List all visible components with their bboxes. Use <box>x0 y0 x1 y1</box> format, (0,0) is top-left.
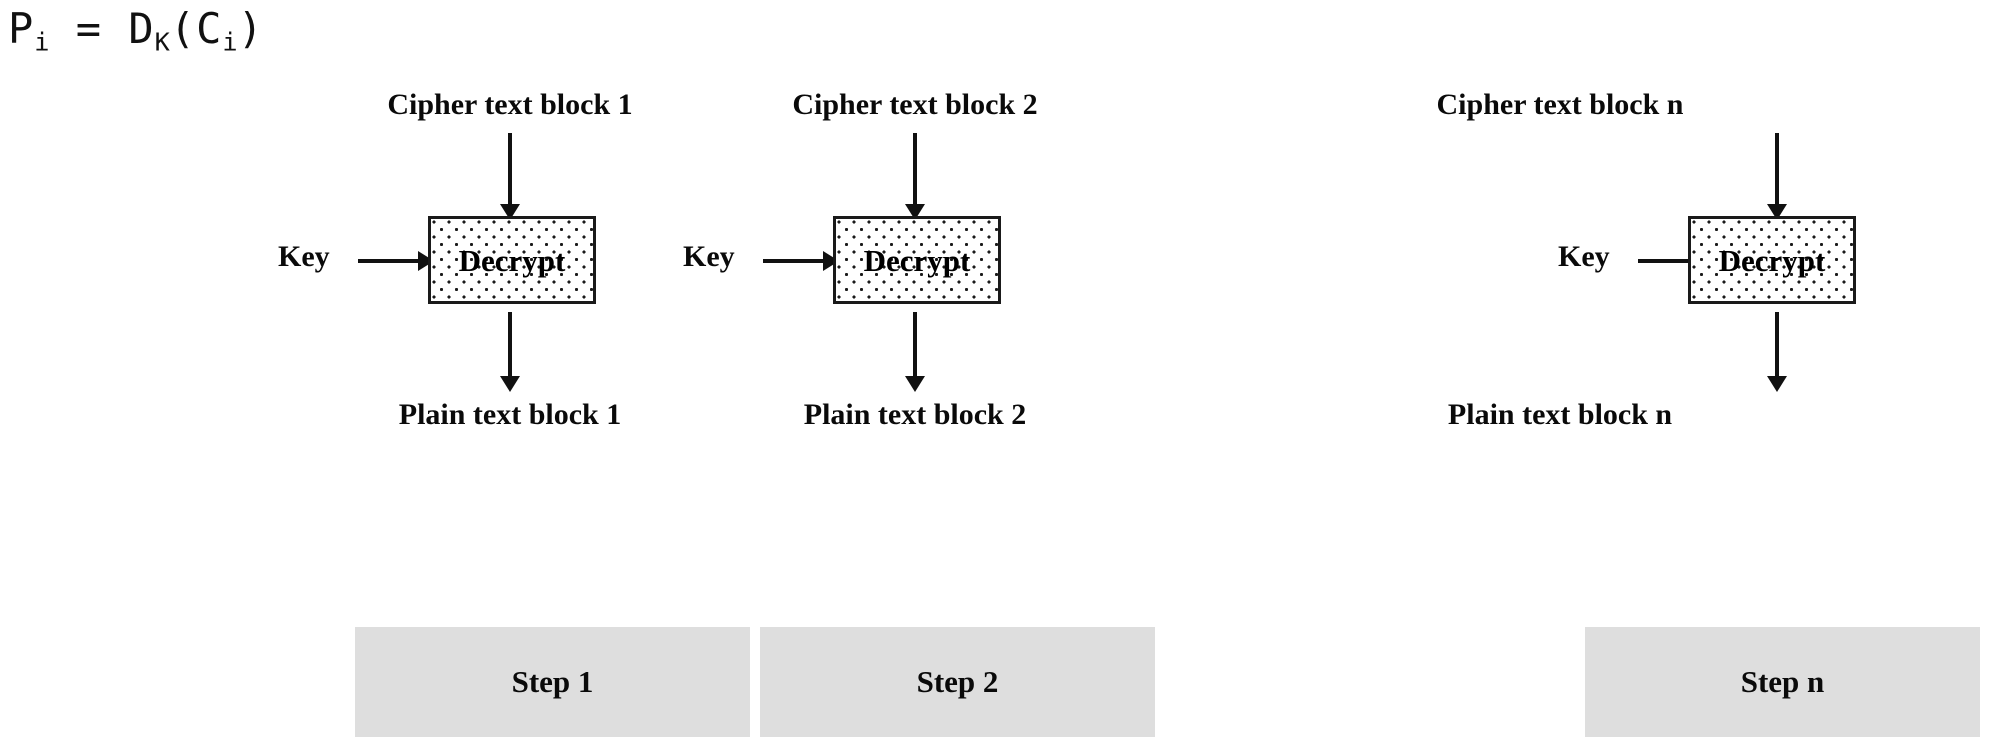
decrypt-box-label-1: Decrypt <box>458 242 566 278</box>
step-band-label-1: Step 1 <box>511 664 594 699</box>
cipher-text-input-label-1: Cipher text block 1 <box>387 88 633 121</box>
step-band-label-2: Step 2 <box>916 664 999 699</box>
formula-arg-subscript: i <box>222 27 238 57</box>
key-label-2: Key <box>683 240 735 273</box>
step-column-1: Cipher text block 1 Key Decrypt Plain te… <box>270 0 750 746</box>
formula-fn-base: D <box>128 4 155 53</box>
key-to-decrypt-arrow-1 <box>358 259 420 263</box>
formula-arg-base: C <box>196 4 223 53</box>
cipher-to-decrypt-arrow-2 <box>913 133 917 205</box>
key-label-n: Key <box>1558 240 1610 273</box>
decrypt-box-2[interactable]: Decrypt <box>833 216 1001 304</box>
step-band-2: Step 2 <box>760 627 1155 737</box>
cipher-text-input-label-n: Cipher text block n <box>1436 88 1684 121</box>
cipher-to-decrypt-arrow-n <box>1775 133 1779 205</box>
key-to-decrypt-arrow-n <box>1638 259 1700 263</box>
decryption-formula: Pi = DK(Ci) <box>8 8 264 55</box>
step-column-2: Cipher text block 2 Key Decrypt Plain te… <box>675 0 1155 746</box>
formula-lhs-base: P <box>8 4 35 53</box>
step-column-n: Cipher text block n Key Decrypt Plain te… <box>1160 0 1980 746</box>
cipher-text-input-label-2: Cipher text block 2 <box>792 88 1038 121</box>
formula-lhs-subscript: i <box>34 27 50 57</box>
step-band-1: Step 1 <box>355 627 750 737</box>
decrypt-box-label-n: Decrypt <box>1718 242 1826 278</box>
key-label-1: Key <box>278 240 330 273</box>
decrypt-to-plain-arrow-n <box>1775 312 1779 377</box>
key-to-decrypt-arrow-2 <box>763 259 825 263</box>
step-band-n: Step n <box>1585 627 1980 737</box>
decrypt-to-plain-arrow-1 <box>508 312 512 377</box>
formula-close-paren: ) <box>237 4 264 53</box>
step-band-label-n: Step n <box>1740 664 1825 699</box>
formula-fn-subscript: K <box>154 27 170 57</box>
decrypt-to-plain-arrow-2 <box>913 312 917 377</box>
formula-open-paren: ( <box>169 4 197 53</box>
plain-text-output-label-n: Plain text block n <box>1447 398 1673 431</box>
plain-text-output-label-2: Plain text block 2 <box>803 398 1027 431</box>
decrypt-box-label-2: Decrypt <box>863 242 971 278</box>
decrypt-box-n[interactable]: Decrypt <box>1688 216 1856 304</box>
decrypt-box-1[interactable]: Decrypt <box>428 216 596 304</box>
cipher-to-decrypt-arrow-1 <box>508 133 512 205</box>
formula-equals: = <box>49 4 129 53</box>
plain-text-output-label-1: Plain text block 1 <box>398 398 622 431</box>
